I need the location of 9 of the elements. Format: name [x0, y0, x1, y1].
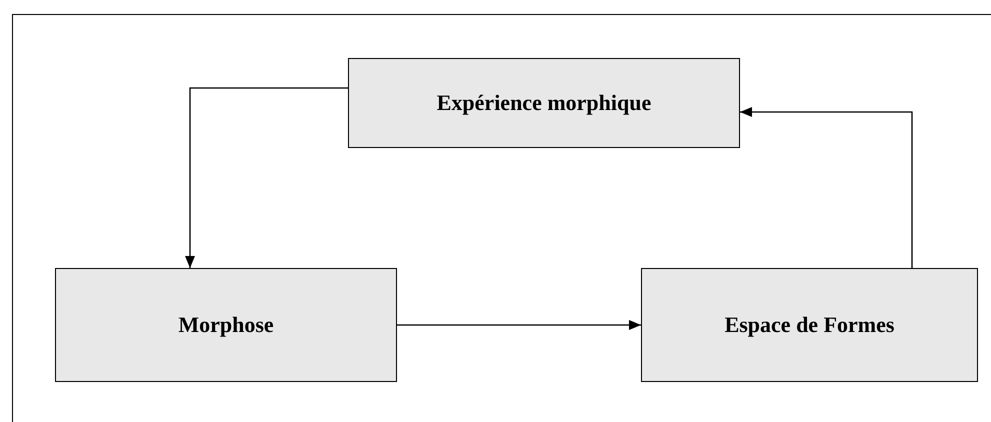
box-label: Expérience morphique — [436, 90, 652, 116]
arrow — [185, 87, 348, 268]
arrow — [740, 107, 913, 268]
box-label: Morphose — [178, 312, 274, 338]
arrow — [397, 320, 641, 330]
process-box — [55, 268, 397, 382]
process-box — [641, 268, 978, 382]
process-box — [348, 58, 740, 148]
box-label: Espace de Formes — [724, 312, 894, 338]
